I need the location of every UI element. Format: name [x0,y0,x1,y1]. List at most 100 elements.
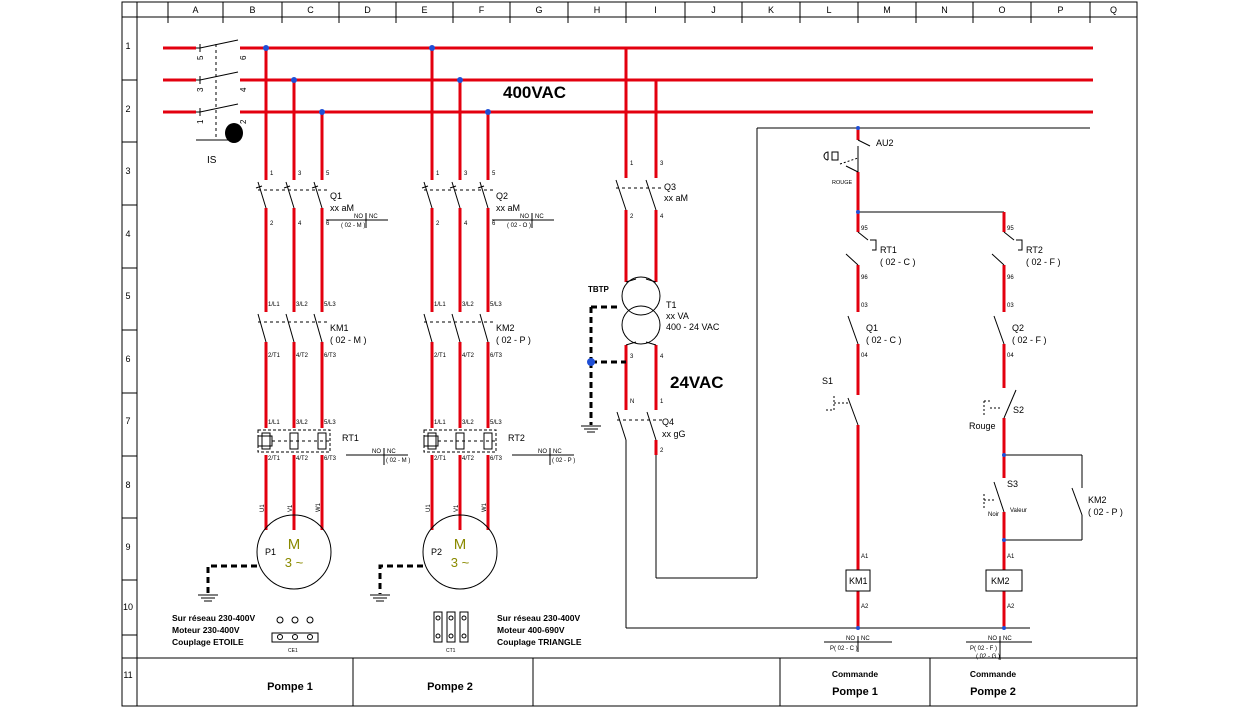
label: F [479,5,485,15]
svg-text:5: 5 [196,55,205,60]
label: 4/T2 [462,456,475,462]
title-block-dividers [352,658,931,706]
svg-text:KM2: KM2 [1088,495,1107,505]
svg-text:03: 03 [861,303,868,309]
svg-text:Moteur 400-690V: Moteur 400-690V [497,625,565,635]
label: 3/L2 [462,420,474,426]
label: 1 [436,171,440,177]
label: V1 [288,504,294,512]
label: Q2 [496,191,508,201]
control-terminal-labels: 95 96 03 04 95 96 03 04 A1 A2 A1 A2 [861,226,1015,610]
svg-text:S2: S2 [1013,405,1024,415]
svg-text:NC: NC [861,636,870,642]
transformer-branch: 1 3 2 4 3 4 N 1 2 Q3 xx aM TBTP T1 xx VA… [581,48,1090,629]
label: xx aM [330,203,354,213]
label: NC [369,214,378,220]
label: NC [553,449,562,455]
label: 11 [123,670,132,680]
svg-text:Noir: Noir [988,512,999,518]
label: 1 [125,41,130,51]
label: 5 [326,171,330,177]
label: RT2 [508,433,525,443]
svg-text:04: 04 [1007,353,1014,359]
row-dividers [122,16,137,707]
control-contacts [826,139,1083,592]
svg-text:A2: A2 [861,604,869,610]
svg-text:Pompe 2: Pompe 2 [427,681,473,693]
label: NC [387,449,396,455]
label: 3/L2 [296,420,308,426]
label: 3 ~ [285,555,304,570]
motor-feeders: 121/L12/T11/L12/T1U1343/L24/T23/L24/T2V1… [198,45,575,602]
svg-text:95: 95 [1007,226,1014,232]
label: 4/T2 [296,353,309,359]
label: 3 [125,166,130,176]
svg-text:S3: S3 [1007,479,1018,489]
label: W1 [316,502,322,512]
t1-name: T1 [666,300,677,310]
label: NO [520,214,529,220]
svg-text:P( 02 - C ): P( 02 - C ) [830,646,858,652]
label: NO [354,214,363,220]
svg-text:Commande: Commande [832,669,879,679]
pushbutton-icon [823,151,839,161]
label: N [941,5,948,15]
svg-text:Valeur: Valeur [1010,508,1027,514]
label: L [826,5,831,15]
label: M [288,536,301,553]
label: B [249,5,255,15]
label: 2/T1 [268,456,281,462]
svg-text:Rouge: Rouge [969,421,996,431]
svg-text:NO: NO [846,636,855,642]
label: A [192,5,198,15]
svg-text:Couplage ETOILE: Couplage ETOILE [172,637,244,647]
svg-text:( 02 - F ): ( 02 - F ) [1012,335,1047,345]
svg-text:1: 1 [660,399,664,405]
svg-text:96: 96 [1007,275,1014,281]
label: I [654,5,657,15]
svg-text:ROUGE: ROUGE [832,180,853,186]
control-circuit [856,128,1006,628]
label: 5/L3 [490,420,502,426]
sheet-frame [121,1,1138,707]
label: 4 [464,221,468,227]
label: NC [535,214,544,220]
svg-text:( 02 - F ): ( 02 - F ) [1026,257,1061,267]
svg-text:A1: A1 [861,554,869,560]
label: P2 [431,547,442,557]
svg-text:Q1: Q1 [866,323,878,333]
t1-ratio: 400 - 24 VAC [666,322,720,332]
supply-voltage-label: 400VAC [503,83,566,102]
label: O [998,5,1005,15]
label: 4 [125,229,130,239]
label: ( 02 - M ) [341,223,365,229]
label: 6/T3 [324,353,337,359]
etoile-tag: CE1 [288,648,298,654]
label: Q1 [330,191,342,201]
svg-text:P( 02 - F ): P( 02 - F ) [970,646,997,652]
svg-text:2: 2 [660,448,664,454]
label: 1/L1 [434,420,446,426]
label: J [711,5,716,15]
power-buses [163,46,1093,114]
label: ( 02 - P ) [496,335,531,345]
label: U1 [426,504,432,512]
svg-text:Pompe 2: Pompe 2 [970,686,1016,698]
title-block: Pompe 1 Pompe 2 Commande Pompe 1 Command… [267,669,1016,698]
svg-text:N: N [630,399,634,405]
svg-text:4: 4 [660,354,664,360]
feeder-p1: 121/L12/T11/L12/T1U1343/L24/T23/L24/T2V1… [198,45,410,602]
svg-text:KM2: KM2 [991,576,1010,586]
svg-text:Sur réseau 230-400V: Sur réseau 230-400V [497,613,580,623]
svg-text:A2: A2 [1007,604,1015,610]
svg-text:NO: NO [988,636,997,642]
svg-text:NC: NC [1003,636,1012,642]
label: K [768,5,774,15]
label: 7 [125,416,130,426]
q3-name: Q3 [664,182,676,192]
label: G [535,5,542,15]
svg-text:3: 3 [660,161,664,167]
svg-text:3: 3 [196,87,205,92]
